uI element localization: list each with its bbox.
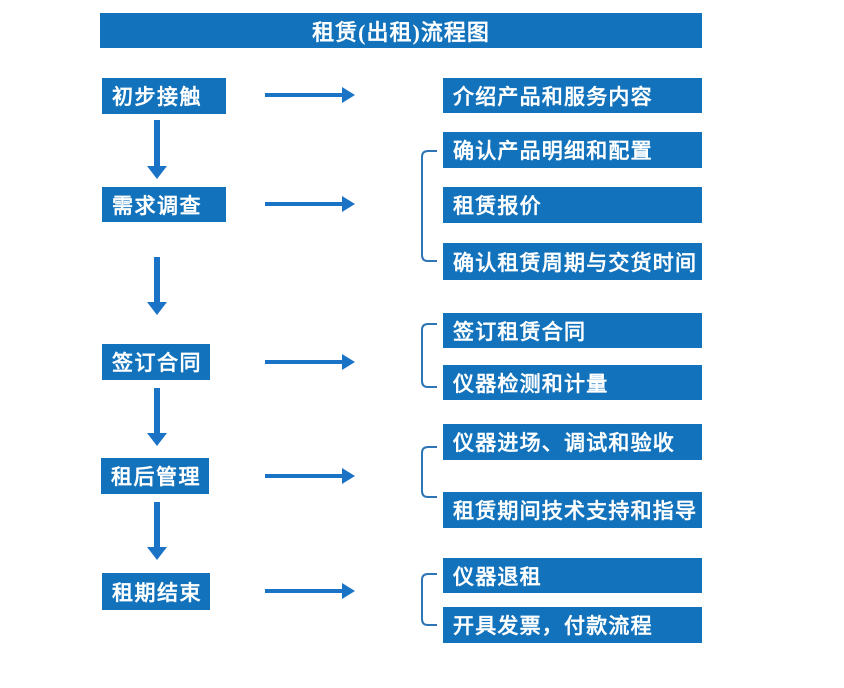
detail-label: 仪器进场、调试和验收 — [453, 431, 675, 455]
flowchart-title: 租赁(出租)流程图 — [312, 19, 490, 45]
detail-box-sign-lease-contract: 签订租赁合同 — [443, 313, 702, 348]
right-arrow-icon-1 — [265, 87, 355, 103]
arrow-stem — [265, 589, 344, 593]
arrow-head — [147, 166, 167, 179]
arrow-head — [342, 583, 355, 599]
arrow-stem — [265, 360, 344, 364]
detail-label: 租赁报价 — [453, 194, 542, 218]
detail-box-invoice-payment: 开具发票，付款流程 — [443, 607, 702, 643]
arrow-head — [342, 468, 355, 484]
arrow-stem — [265, 202, 344, 206]
bracket-icon-lease-end-group — [421, 573, 437, 626]
right-arrow-icon-4 — [265, 468, 355, 484]
arrow-stem — [154, 502, 160, 548]
right-arrow-icon-2 — [265, 196, 355, 212]
detail-label: 签订租赁合同 — [453, 319, 587, 344]
detail-label: 租赁期间技术支持和指导 — [453, 499, 698, 523]
detail-label: 确认产品明细和配置 — [453, 139, 653, 163]
step-box-post-rental-management: 租后管理 — [101, 458, 209, 494]
down-arrow-icon-4 — [147, 502, 167, 560]
arrow-stem — [154, 388, 160, 434]
arrow-head — [147, 433, 167, 446]
step-label: 租后管理 — [111, 465, 201, 489]
bracket-icon-management-group — [421, 446, 437, 498]
arrow-stem — [265, 474, 344, 478]
detail-label: 介绍产品和服务内容 — [453, 84, 653, 109]
arrow-stem — [265, 93, 344, 97]
detail-box-introduce-products: 介绍产品和服务内容 — [443, 78, 702, 113]
bracket-icon-contract-group — [421, 323, 437, 388]
step-box-lease-end: 租期结束 — [102, 573, 210, 610]
arrow-head — [342, 354, 355, 370]
arrow-stem — [154, 257, 160, 303]
step-label: 租期结束 — [112, 580, 202, 605]
arrow-head — [342, 87, 355, 103]
step-label: 签订合同 — [112, 351, 202, 375]
step-box-requirement-survey: 需求调查 — [102, 187, 226, 222]
detail-box-tech-support: 租赁期间技术支持和指导 — [443, 492, 702, 528]
step-label: 初步接触 — [112, 85, 202, 109]
right-arrow-icon-3 — [265, 354, 355, 370]
down-arrow-icon-3 — [147, 388, 167, 446]
step-label: 需求调查 — [112, 193, 202, 218]
detail-label: 确认租赁周期与交货时间 — [453, 250, 698, 275]
step-box-contract-signing: 签订合同 — [102, 344, 210, 380]
arrow-head — [147, 302, 167, 315]
arrow-head — [147, 547, 167, 560]
detail-label: 仪器退租 — [453, 564, 542, 589]
right-arrow-icon-5 — [265, 583, 355, 599]
detail-box-instrument-testing: 仪器检测和计量 — [443, 365, 702, 400]
detail-box-instrument-return: 仪器退租 — [443, 558, 702, 593]
down-arrow-icon-2 — [147, 257, 167, 315]
detail-label: 仪器检测和计量 — [453, 371, 609, 396]
detail-label: 开具发票，付款流程 — [453, 614, 653, 638]
step-box-initial-contact: 初步接触 — [102, 78, 226, 114]
flowchart-title-bar: 租赁(出租)流程图 — [100, 13, 702, 48]
down-arrow-icon-1 — [147, 120, 167, 179]
bracket-icon-requirement-group — [421, 150, 437, 262]
arrow-head — [342, 196, 355, 212]
detail-box-confirm-product-details: 确认产品明细和配置 — [443, 132, 702, 168]
detail-box-instrument-setup: 仪器进场、调试和验收 — [443, 424, 702, 460]
detail-box-confirm-lease-term-delivery: 确认租赁周期与交货时间 — [443, 243, 702, 280]
detail-box-rental-quote: 租赁报价 — [443, 187, 702, 223]
arrow-stem — [154, 120, 160, 167]
